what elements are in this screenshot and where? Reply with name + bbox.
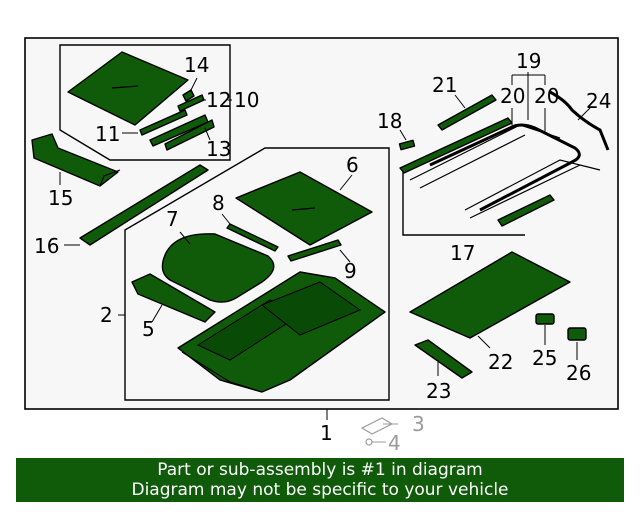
- callout-23: 23: [426, 379, 451, 403]
- callout-15: 15: [48, 186, 73, 210]
- part-glass-upper: [67, 51, 189, 126]
- callout-18: 18: [377, 109, 402, 133]
- callout-20a: 20: [500, 84, 525, 108]
- part-7-glass: [161, 233, 275, 303]
- callout-22: 22: [488, 350, 513, 374]
- callout-5: 5: [142, 317, 155, 341]
- callout-8: 8: [212, 191, 225, 215]
- callout-12: 12: [206, 88, 231, 112]
- callout-20b: 20: [534, 84, 559, 108]
- callout-9: 9: [344, 259, 357, 283]
- banner-line-2: Diagram may not be specific to your vehi…: [131, 480, 509, 500]
- part-25-motor-clip: [535, 313, 555, 325]
- part-22-sunshade: [409, 251, 571, 339]
- part-26-motor: [567, 327, 587, 341]
- part-24-drain-hose: [549, 90, 610, 151]
- part-13-seal-b: [164, 119, 215, 151]
- part-11-seal: [139, 109, 188, 136]
- callout-16: 16: [34, 234, 59, 258]
- part-21-trim: [437, 94, 497, 131]
- callout-26: 26: [566, 361, 591, 385]
- part-23-guide: [414, 339, 473, 379]
- rail-left-c: [419, 134, 526, 189]
- part-17-rail-right: [497, 194, 555, 227]
- glass-mark: [111, 85, 139, 89]
- callout-24: 24: [586, 89, 611, 113]
- info-banner: Part or sub-assembly is #1 in diagram Di…: [16, 458, 624, 502]
- banner-line-1: Part or sub-assembly is #1 in diagram: [157, 460, 483, 480]
- frame-edge: [181, 351, 263, 393]
- callout-4: 4: [388, 431, 401, 455]
- part-9-seal: [287, 239, 342, 262]
- callout-2: 2: [100, 303, 113, 327]
- leader-lines: [59, 72, 591, 420]
- part-15-edge: [99, 169, 121, 187]
- part-18-bracket: [398, 139, 416, 151]
- rail-right-b: [469, 164, 581, 219]
- callout-14: 14: [184, 53, 209, 77]
- bracket-17: [402, 170, 525, 236]
- callout-19: 19: [516, 49, 541, 73]
- callout-3: 3: [412, 412, 425, 436]
- part-16-trim: [79, 164, 209, 246]
- callout-21: 21: [432, 73, 457, 97]
- glass-mark-6: [291, 207, 316, 211]
- callout-25: 25: [532, 346, 557, 370]
- frame-opening-rear: [261, 281, 362, 336]
- part-15-deflector: [31, 133, 119, 187]
- inset-box-glass-seals: [59, 44, 231, 161]
- callout-7: 7: [166, 207, 179, 231]
- callout-17: 17: [450, 241, 475, 265]
- inset-box-frame-assembly: [124, 147, 390, 401]
- rail-right-a: [464, 159, 601, 211]
- callout-13: 13: [206, 137, 231, 161]
- callout-6: 6: [346, 153, 359, 177]
- part-14-clip: [182, 89, 195, 102]
- part-8-seal: [226, 223, 279, 252]
- part-5-deflector: [131, 273, 216, 323]
- callout-1: 1: [320, 421, 333, 445]
- part-4-bolt: [365, 438, 373, 446]
- part-20-cable-inner: [429, 124, 580, 211]
- callout-10: 10: [234, 88, 259, 112]
- callout-11: 11: [95, 122, 120, 146]
